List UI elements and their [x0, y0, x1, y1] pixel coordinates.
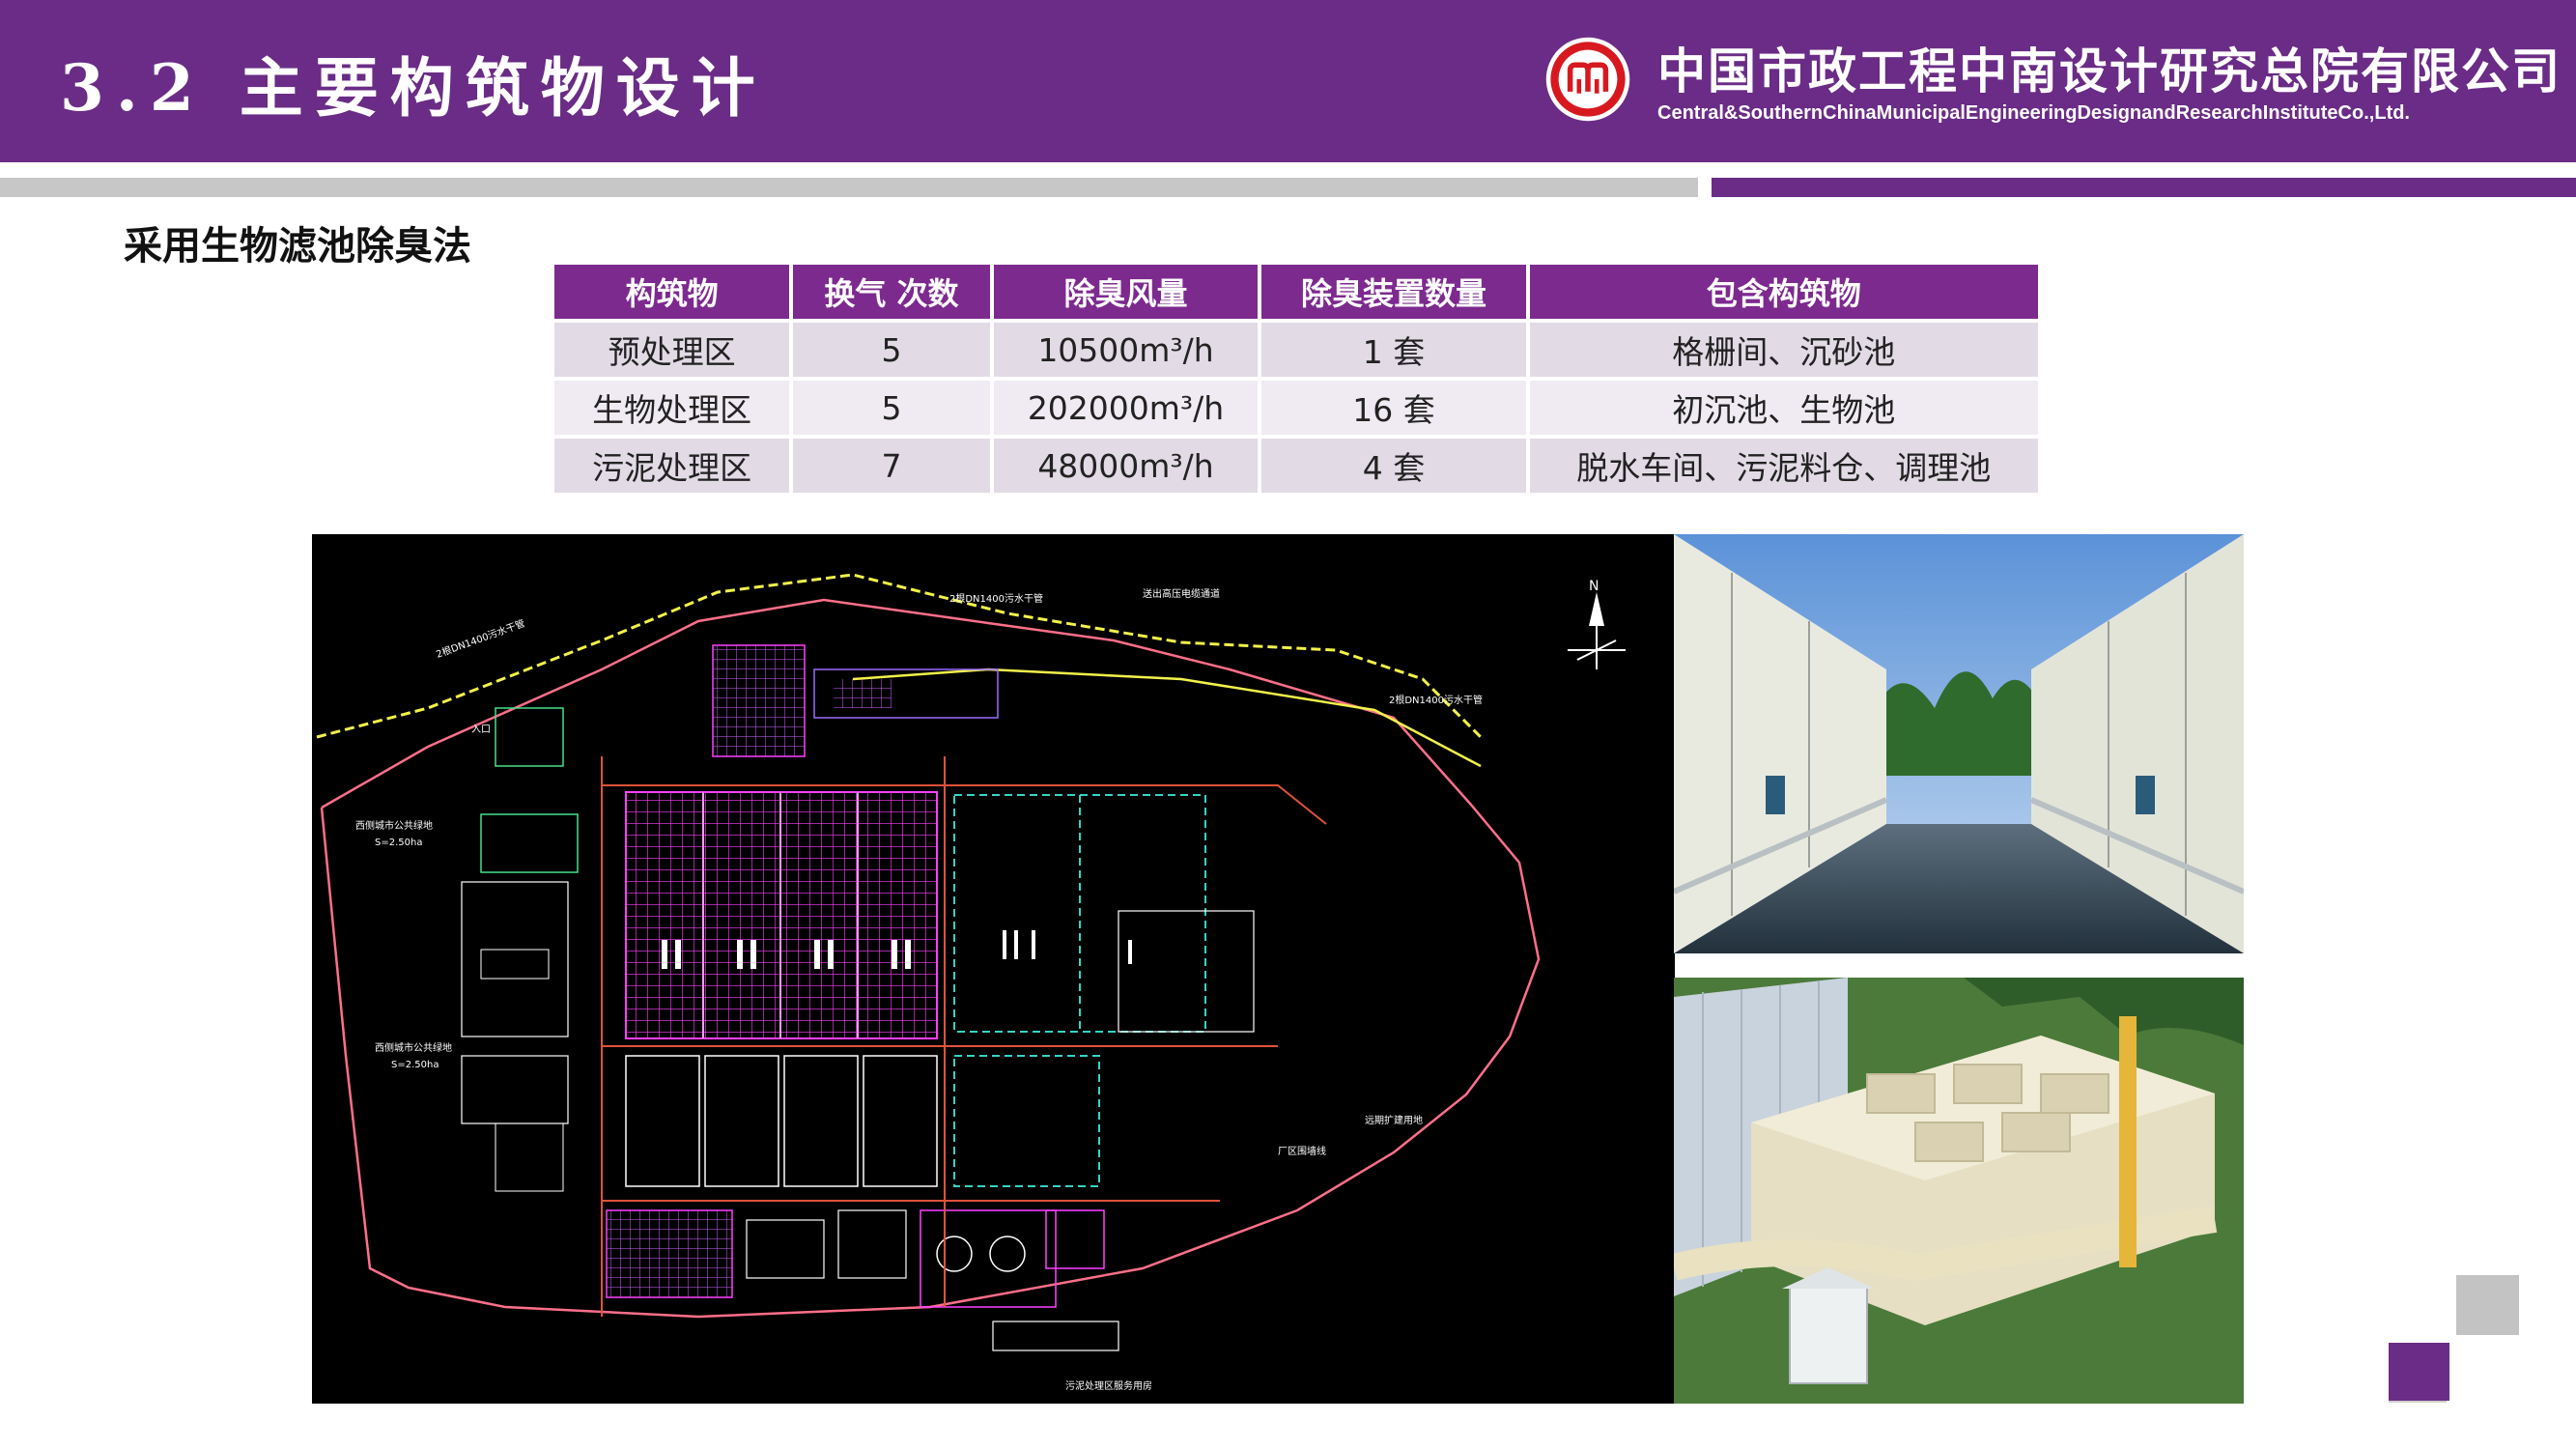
header-cell: 除臭风量 [993, 265, 1259, 319]
plan-label-area-b: S=2.50ha [391, 1060, 439, 1070]
plan-label-expansion: 远期扩建用地 [1365, 1114, 1423, 1126]
page-title: 3.2 主要构筑物设计 [60, 50, 767, 126]
north-label: N [1589, 579, 1599, 594]
decor-line [2389, 1401, 2447, 1403]
table-cell: 10500m³/h [993, 323, 1259, 377]
table-cell: 1 套 [1261, 323, 1526, 377]
header-cell: 换气 次数 [793, 265, 990, 319]
table-cell: 48000m³/h [993, 439, 1259, 493]
header-banner [0, 0, 2576, 162]
table-cell: 202000m³/h [993, 381, 1259, 435]
table-cell: 7 [793, 439, 990, 493]
plan-label-area-a: S=2.50ha [375, 838, 422, 848]
divider-purple [1712, 178, 2576, 197]
plan-label-pipe-a: 2根DN1400污水干管 [435, 616, 527, 660]
decor-square-purple [2389, 1343, 2449, 1401]
north-arrow-icon [1568, 592, 1626, 669]
company-logo-icon [1545, 37, 1630, 122]
table-cell: 生物处理区 [554, 381, 790, 435]
deodorization-table: 构筑物 换气 次数 除臭风量 除臭装置数量 包含构筑物 预处理区 5 10500… [551, 261, 2042, 497]
plan-label-green-b: 西侧城市公共绿地 [375, 1041, 452, 1054]
header-cell: 包含构筑物 [1529, 265, 2038, 319]
deodorization-unit-photo [1674, 978, 2244, 1404]
table-row: 生物处理区 5 202000m³/h 16 套 初沉池、生物池 [554, 381, 2038, 435]
plan-label-pipe-b: 2根DN1400污水干管 [949, 592, 1043, 605]
section-subtitle: 采用生物滤池除臭法 [124, 224, 471, 269]
table-cell: 格栅间、沉砂池 [1529, 323, 2038, 377]
plan-label-road: 厂区围墙线 [1278, 1145, 1326, 1157]
table-cell: 4 套 [1261, 439, 1526, 493]
site-plan-drawing: N [312, 534, 1675, 1404]
table-cell: 预处理区 [554, 323, 790, 377]
divider-gray [0, 178, 1698, 197]
decor-square-gray [2456, 1275, 2519, 1335]
header-cell: 构筑物 [554, 265, 790, 319]
table-cell: 初沉池、生物池 [1529, 381, 2038, 435]
plan-label-green-a: 西侧城市公共绿地 [355, 819, 433, 832]
plan-label-pipe-d: 送出高压电缆通道 [1143, 587, 1220, 600]
table-cell: 5 [793, 381, 990, 435]
company-name-en: Central&SouthernChinaMunicipalEngineerin… [1657, 102, 2410, 124]
table-cell: 5 [793, 323, 990, 377]
plan-label-sludge: 污泥处理区服务用房 [1065, 1379, 1152, 1392]
table-cell: 脱水车间、污泥料仓、调理池 [1529, 439, 2038, 493]
plan-label-gate: 入口 [471, 724, 491, 735]
biofilter-corridor-photo [1674, 534, 2244, 953]
table-row: 污泥处理区 7 48000m³/h 4 套 脱水车间、污泥料仓、调理池 [554, 439, 2038, 493]
table-cell: 16 套 [1261, 381, 1526, 435]
table-header-row: 构筑物 换气 次数 除臭风量 除臭装置数量 包含构筑物 [554, 265, 2038, 319]
header-cell: 除臭装置数量 [1261, 265, 1526, 319]
plan-label-pipe-c: 2根DN1400污水干管 [1389, 694, 1483, 706]
table-row: 预处理区 5 10500m³/h 1 套 格栅间、沉砂池 [554, 323, 2038, 377]
table-cell: 污泥处理区 [554, 439, 790, 493]
company-name-cn: 中国市政工程中南设计研究总院有限公司 [1657, 43, 2562, 99]
